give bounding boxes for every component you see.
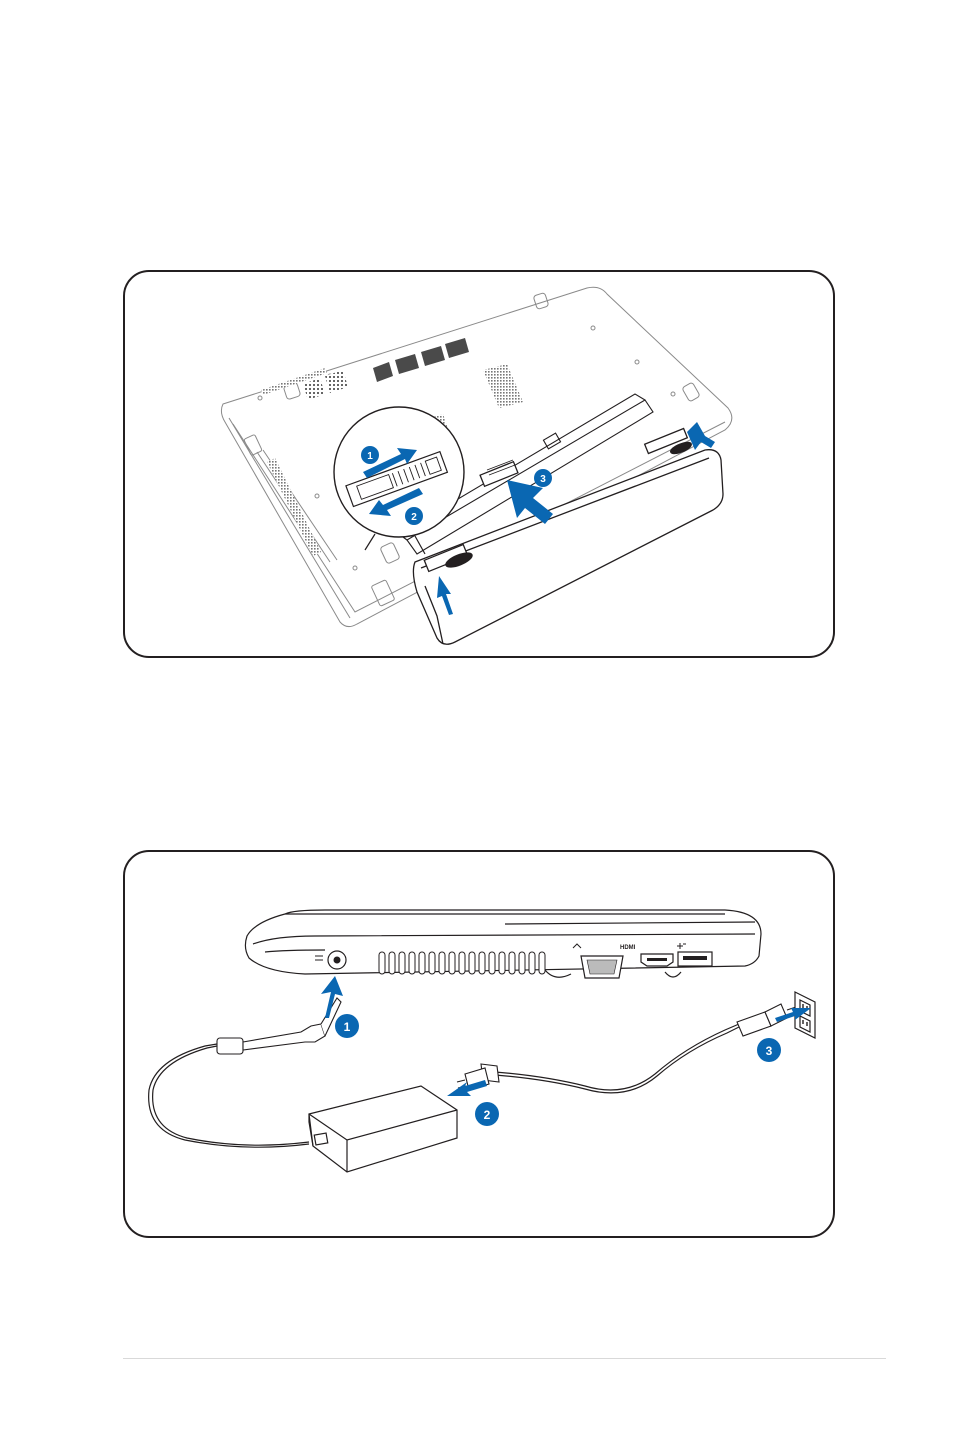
step-marker-1: 1 (335, 1014, 359, 1038)
svg-text:1: 1 (344, 1020, 351, 1034)
svg-text:2: 2 (411, 512, 417, 523)
svg-text:3: 3 (540, 474, 546, 485)
dc-cable (149, 1044, 309, 1147)
step-marker-2: 2 (405, 507, 423, 525)
step-marker-1: 1 (361, 446, 379, 464)
dc-plug (217, 998, 341, 1054)
svg-text:HDMI: HDMI (620, 945, 636, 951)
footer-rule (123, 1358, 886, 1359)
svg-text:2: 2 (484, 1108, 491, 1122)
side-vent (379, 952, 545, 974)
ac-adapter (309, 1086, 457, 1172)
battery-illustration: 1 2 3 (125, 272, 837, 660)
svg-text:3: 3 (766, 1044, 773, 1058)
latch-detail-inset (334, 407, 464, 554)
ac-cable (495, 1024, 739, 1093)
battery-install-figure: 1 2 3 (123, 270, 835, 658)
power-illustration: HDMI (125, 852, 837, 1240)
svg-text:1: 1 (367, 451, 373, 462)
step-marker-2: 2 (475, 1102, 499, 1126)
step-marker-3: 3 (534, 469, 552, 487)
power-connect-figure: HDMI (123, 850, 835, 1238)
step-marker-3: 3 (757, 1038, 781, 1062)
